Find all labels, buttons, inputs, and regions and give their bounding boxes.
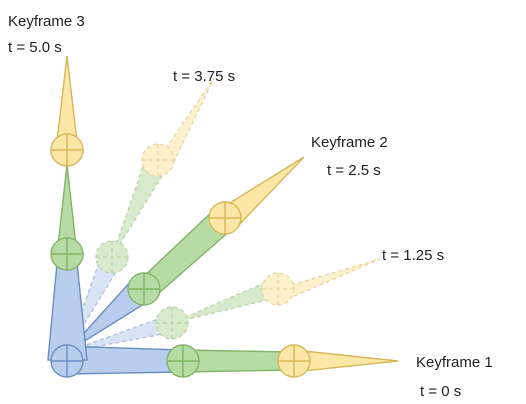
joint-green-k1 <box>166 344 200 378</box>
keyframe1-title: Keyframe 1 <box>416 354 493 371</box>
interpolated-pose-125 <box>66 258 381 353</box>
bone-yellow-375 <box>157 77 215 172</box>
keyframe2-time: t = 2.5 s <box>327 162 381 179</box>
bone-blue-125 <box>66 314 175 353</box>
bone-green-375 <box>111 150 169 258</box>
joint-green-125 <box>155 306 189 340</box>
joint-yellow-375 <box>141 143 175 177</box>
keyframe1-time: t = 0 s <box>420 383 461 400</box>
interpolated-pose-375 <box>66 77 215 353</box>
keyframe1-pose <box>59 345 399 375</box>
keyframe2-title: Keyframe 2 <box>311 134 388 151</box>
keyframe3-time: t = 5.0 s <box>8 39 62 56</box>
joint-yellow-k2 <box>208 201 242 235</box>
keyframe3-title: Keyframe 3 <box>8 13 85 30</box>
joint-root <box>50 344 84 378</box>
joint-yellow-k3 <box>50 133 84 167</box>
interp-375-time: t = 3.75 s <box>173 68 235 85</box>
joint-yellow-125 <box>261 272 295 306</box>
interp-125-time: t = 1.25 s <box>382 247 444 264</box>
bone-yellow-125 <box>276 258 381 301</box>
joint-green-k2 <box>127 272 161 306</box>
joint-green-k3 <box>50 237 84 271</box>
keyframe3-pose <box>47 55 88 361</box>
joint-yellow-k1 <box>277 344 311 378</box>
joint-green-375 <box>95 240 129 274</box>
